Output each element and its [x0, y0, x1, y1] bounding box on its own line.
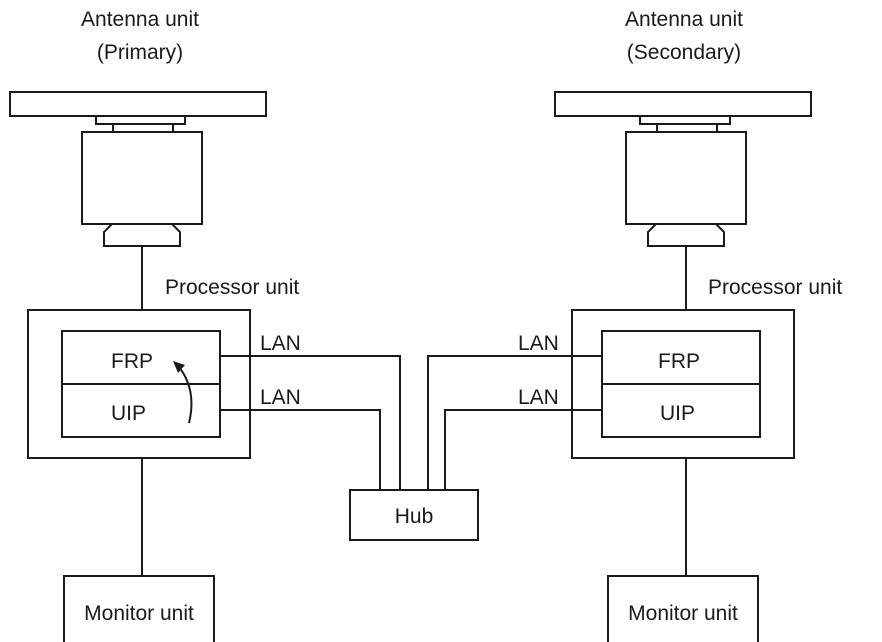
secondary-monitor-unit: Monitor unit [607, 575, 759, 642]
primary-antenna-unit: Antenna unit (Primary) [9, 8, 267, 247]
primary-monitor-label: Monitor unit [84, 602, 194, 625]
primary-uip-label: UIP [111, 402, 146, 425]
primary-antenna-title: Antenna unit [81, 8, 199, 31]
secondary-uip-label: UIP [660, 402, 695, 425]
secondary-lan-bottom-label: LAN [518, 386, 559, 409]
secondary-lan-top-label: LAN [518, 332, 559, 355]
secondary-frp-label: FRP [658, 350, 700, 373]
secondary-monitor-label: Monitor unit [628, 602, 738, 625]
secondary-radar-antenna-icon [554, 91, 812, 247]
primary-lan-top-label: LAN [260, 332, 301, 355]
hub-label: Hub [395, 505, 434, 528]
hub: Hub [349, 489, 479, 541]
secondary-antenna-title: Antenna unit [625, 8, 743, 31]
primary-processor-unit: FRP UIP [27, 309, 251, 459]
primary-monitor-unit: Monitor unit [63, 575, 215, 642]
secondary-processor-unit: FRP UIP [571, 309, 795, 459]
primary-frp-lan-cable [220, 355, 401, 490]
primary-processor-label: Processor unit [165, 276, 299, 299]
secondary-frp-lan-cable [427, 355, 602, 490]
primary-curved-arrow-icon [173, 361, 193, 424]
primary-frp-label: FRP [111, 350, 153, 373]
secondary-uip-lan-cable [444, 409, 602, 490]
primary-radar-antenna-icon [9, 91, 267, 247]
secondary-antenna-subtitle: (Secondary) [627, 41, 741, 64]
primary-lan-bottom-label: LAN [260, 386, 301, 409]
primary-antenna-subtitle: (Primary) [97, 41, 183, 64]
secondary-antenna-unit: Antenna unit (Secondary) [554, 8, 812, 247]
primary-uip-lan-cable [220, 409, 381, 490]
secondary-processor-label: Processor unit [708, 276, 842, 299]
